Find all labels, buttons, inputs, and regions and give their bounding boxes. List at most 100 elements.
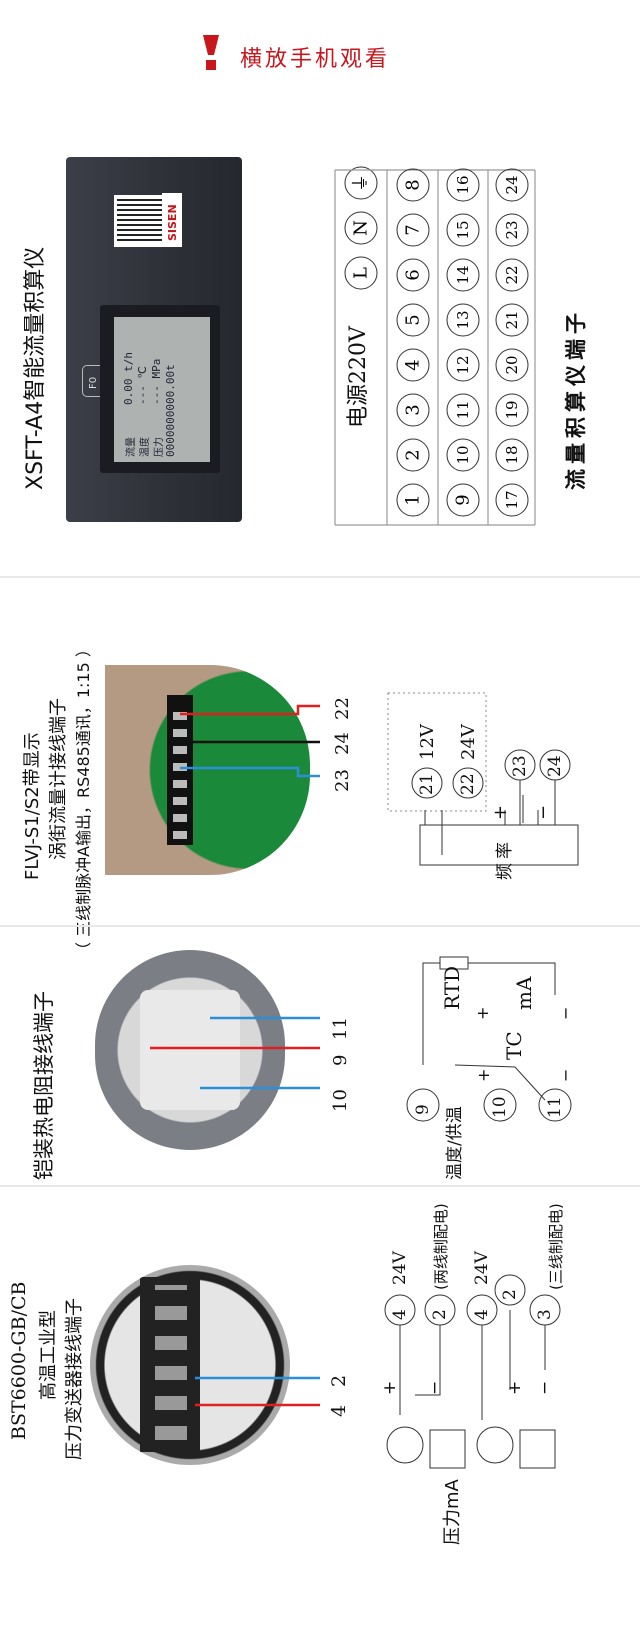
terminal-circle xyxy=(495,483,529,517)
label-12v: 12V xyxy=(417,724,438,760)
terminal-title: 流量积算仪端子 xyxy=(564,308,588,490)
p-term-4a: 4 xyxy=(390,1309,410,1320)
terminal-number: 4 xyxy=(403,359,424,370)
rtd-photo xyxy=(95,950,285,1150)
upper-note: (两线制配电) xyxy=(432,1203,450,1290)
terminal-number: 12 xyxy=(454,355,472,374)
wire-label-22: 22 xyxy=(332,697,353,720)
pressure-photo xyxy=(90,1265,290,1465)
power-label: 电源220V xyxy=(346,326,371,428)
vortex-title-2: 涡街流量计接线端子 xyxy=(48,698,69,860)
power-terminal-circle xyxy=(344,166,378,200)
rtd-block xyxy=(140,990,240,1110)
terminal-circle xyxy=(495,168,529,202)
term-22: 22 xyxy=(458,773,478,795)
wire-label-24: 24 xyxy=(332,732,353,755)
p-term-2b: 2 xyxy=(500,1289,520,1300)
transmitter-icon xyxy=(386,1426,556,1469)
terminal-circle xyxy=(446,303,480,337)
term-24: 24 xyxy=(545,755,565,777)
terminal-circle xyxy=(446,168,480,202)
lcd-label-1: 流量 xyxy=(126,437,137,457)
terminal-number: 1 xyxy=(403,494,424,505)
qr-code xyxy=(114,195,166,247)
terminal-circle xyxy=(495,258,529,292)
terminal-number: 9 xyxy=(453,494,474,505)
p-plus-lower: + xyxy=(505,1380,525,1395)
wire-label-2: 2 xyxy=(328,1374,350,1387)
power-terminal-circle xyxy=(344,256,378,290)
lower-note: (三线制配电) xyxy=(547,1203,565,1290)
pressure-ma-label: 压力mA xyxy=(442,1479,463,1545)
p-plus-upper: + xyxy=(380,1380,400,1395)
brand-logo: SISEN xyxy=(166,204,179,241)
freq-label: 频率 xyxy=(495,838,515,880)
terminal-number: 17 xyxy=(503,490,521,509)
lcd-line-2: --- ℃ xyxy=(136,366,149,405)
terminal-number: 5 xyxy=(403,314,424,325)
term-10: 10 xyxy=(490,1096,510,1118)
divider xyxy=(0,576,640,578)
lcd-label-3: 压力 xyxy=(154,437,165,457)
terminal-circle xyxy=(446,438,480,472)
terminal-number: 19 xyxy=(503,400,521,419)
term-23: 23 xyxy=(510,755,530,777)
pressure-diagram xyxy=(384,1274,561,1469)
terminal-number: 23 xyxy=(503,220,521,239)
brand-strip xyxy=(162,193,182,247)
terminal-number: 8 xyxy=(403,179,424,190)
lcd-line-1: 0.00 t/h xyxy=(122,352,135,405)
terminal-circle xyxy=(396,483,430,517)
rtd-plus: + xyxy=(473,1006,492,1020)
minus-24: − xyxy=(533,804,554,820)
wire-label-10: 10 xyxy=(330,1089,351,1112)
terminal-number: 24 xyxy=(503,175,521,194)
terminal-circle xyxy=(396,348,430,382)
terminal-number: 16 xyxy=(454,175,472,194)
terminal-number: 15 xyxy=(454,220,472,239)
term-9: 9 xyxy=(413,1104,433,1115)
terminal-number: 14 xyxy=(454,265,472,284)
header: 横放手机观看 xyxy=(200,33,440,77)
terminal-number: 22 xyxy=(503,265,521,284)
terminal-number: 3 xyxy=(403,404,424,415)
divider xyxy=(0,1185,640,1187)
vortex-diagram xyxy=(387,692,579,866)
terminal-circle xyxy=(495,303,529,337)
upper-24v: 24V xyxy=(390,1251,410,1285)
pressure-title-3: 压力变送器接线端子 xyxy=(64,1298,85,1460)
lcd-screen xyxy=(114,317,210,462)
power-terminal-label: N xyxy=(351,220,372,236)
terminal-number: 21 xyxy=(503,310,521,329)
device-title: XSFT-A4智能流量积算仪 xyxy=(23,246,48,490)
vortex-wires xyxy=(180,704,320,778)
rtd-diagram xyxy=(406,956,572,1122)
terminal-number: 20 xyxy=(503,355,521,374)
p-term-3b: 3 xyxy=(535,1309,555,1320)
terminal-circle xyxy=(446,483,480,517)
terminal-number: 7 xyxy=(403,224,424,235)
vortex-board-photo xyxy=(105,665,310,875)
pressure-screws xyxy=(155,1285,187,1440)
term-21: 21 xyxy=(417,773,437,795)
p-term-2a: 2 xyxy=(430,1309,450,1320)
vortex-title-1: FLVJ-S1/S2带显示 xyxy=(22,732,43,880)
pressure-wires xyxy=(195,1376,320,1407)
terminal-number: 18 xyxy=(503,445,521,464)
terminal-number: 10 xyxy=(454,445,472,464)
p-minus-lower: − xyxy=(535,1380,555,1395)
terminal-circle xyxy=(495,348,529,382)
p-term-4b: 4 xyxy=(472,1309,492,1320)
terminal-circle xyxy=(396,258,430,292)
label-24v: 24V xyxy=(458,724,479,760)
power-terminal-label: L xyxy=(351,267,372,279)
terminal-circle xyxy=(446,213,480,247)
f0-key-label: F0 xyxy=(88,376,99,389)
terminal-circle xyxy=(396,213,430,247)
lcd-line-4: 0000000000.00t xyxy=(164,364,177,457)
ma-minus: − xyxy=(556,1006,575,1020)
terminal-number: 2 xyxy=(403,449,424,460)
plus-23: + xyxy=(490,804,511,820)
lower-24v: 24V xyxy=(472,1251,492,1285)
power-terminal-circle xyxy=(344,211,378,245)
